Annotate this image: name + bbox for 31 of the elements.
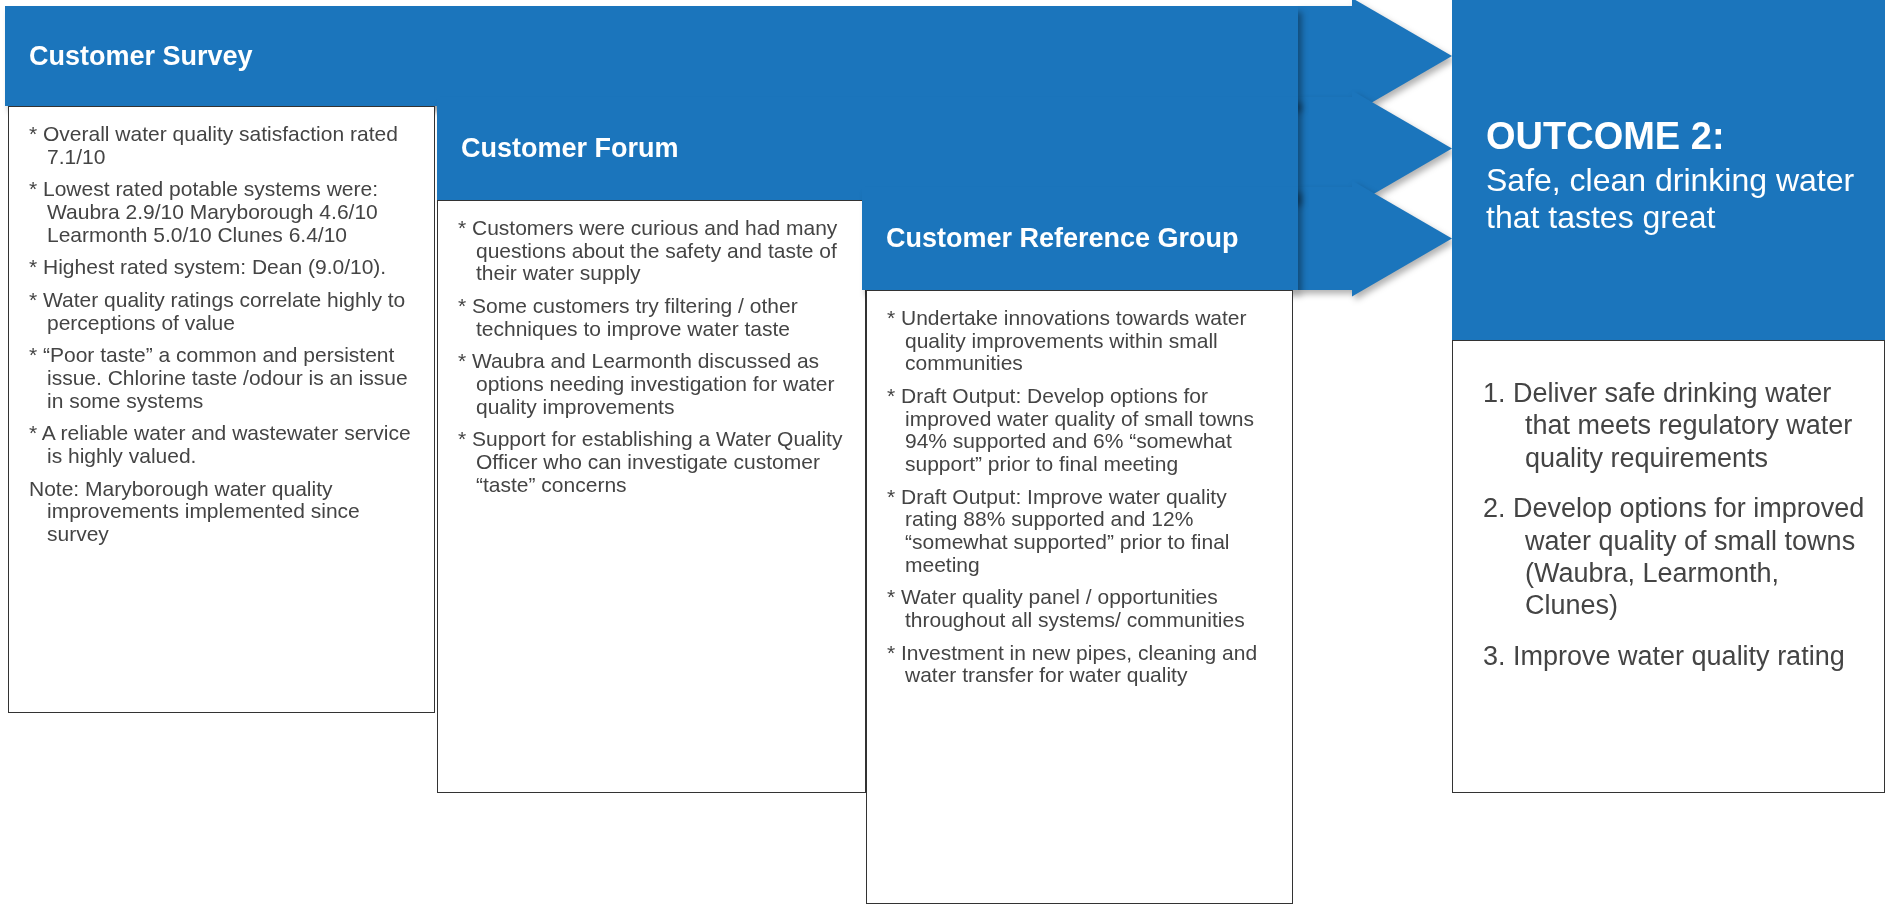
text-panel [866,290,1293,904]
list-item: 1. Deliver safe drinking water that meets regulatory water quality requirements [1483,377,1854,475]
outcome-subtitle: Safe, clean drinking water that tastes great [1486,162,1856,236]
list-item: 2. Develop options for improved water quality of small towns (Waubra, Learmonth, Clunes) [1483,492,1866,622]
bullet-item: * Waubra and Learmonth discussed as options needing investigation for water quality improvements [458,350,836,419]
bullet-item: * Draft Output: Improve water quality rating 88% supported and 12% “somewhat supported” prior to final meeting [887,485,1231,577]
bullet-item: * “Poor taste” a common and persistent issue. Chlorine taste /odour is an issue in some systems [29,344,409,413]
bullet-item: * Undertake innovations towards water quality improvements within small communities [887,307,1248,375]
bullet-item: * Overall water quality satisfaction rated 7.1/10 [29,123,399,169]
bullet-item: * Lowest rated potable systems were: Waubra 2.9/10 Maryborough 4.6/10 Learmonth 5.0/10 Clunes 6.4/10 [29,178,379,247]
bullet-item: * Customers were curious and had many questions about the safety and taste of their water supply [458,217,839,285]
outcome-header [1452,0,1885,340]
text-panel [437,200,866,793]
bullet-item: * Highest rated system: Dean (9.0/10). [29,256,388,280]
panel-heading: Customer Survey [29,40,253,72]
bullet-item: * Some customers try filtering / other techniques to improve water taste [458,295,799,341]
bullet-item: Note: Maryborough water quality improvements implemented since survey [29,477,361,546]
bullet-item: * Draft Output: Develop options for improved water quality of small towns 94% supported and 6% “somewhat support” prior to final meeting [887,385,1255,476]
bullet-item: * Water quality panel / opportunities throughout all systems/ communities [887,586,1246,632]
bullet-item: * A reliable water and wastewater service is highly valued. [29,422,412,468]
panel-heading: Customer Forum [461,133,679,164]
outcome-panel [1452,340,1885,793]
outcome-heading: OUTCOME 2: [1486,115,1726,158]
heading-banner [5,6,1298,106]
text-panel [8,106,435,713]
bullet-item: * Water quality ratings correlate highly to perceptions of value [29,289,407,335]
bullet-item: * Support for establishing a Water Quality Officer who can investigate customer “taste” concerns [458,428,844,497]
bullet-item: * Investment in new pipes, cleaning and water transfer for water quality [887,641,1259,688]
panel-heading: Customer Reference Group [886,223,1239,254]
heading-banner [862,187,1298,290]
list-item: 3. Improve water quality rating [1483,639,1846,673]
